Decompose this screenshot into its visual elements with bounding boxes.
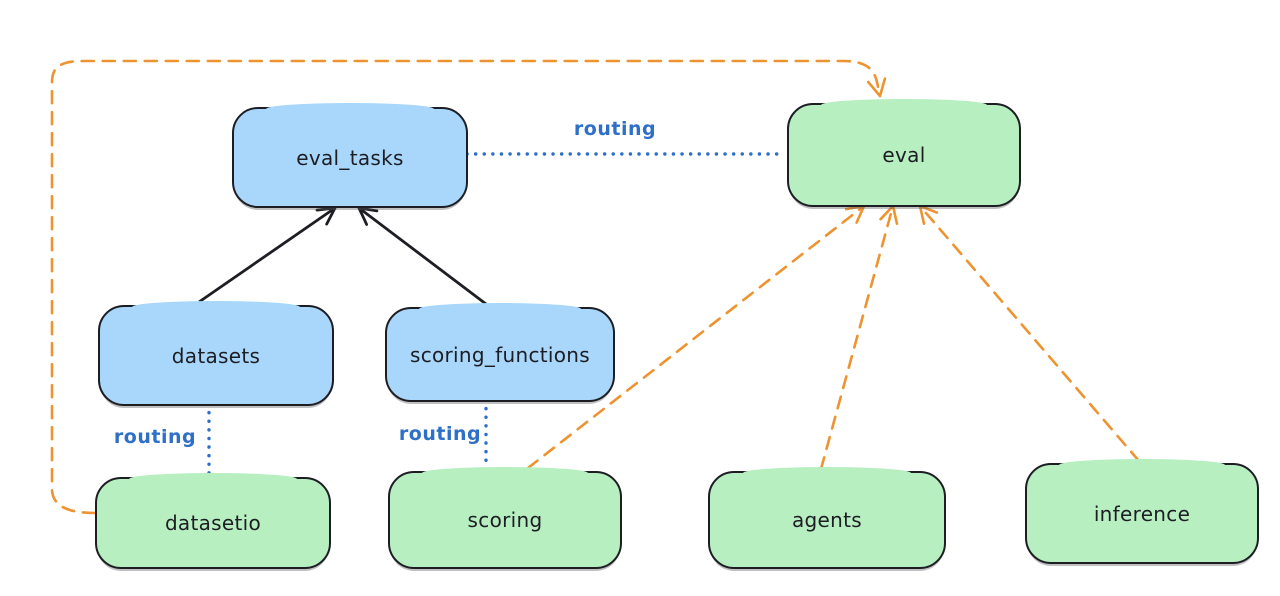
node-inference: inference — [1025, 459, 1259, 564]
node-scoring-functions: scoring_functions — [385, 303, 615, 402]
routing-label-scoring-functions-scoring: routing — [398, 423, 482, 445]
edge-datasets-to-eval-tasks — [198, 206, 337, 304]
edge-scoring-functions-to-eval-tasks — [357, 206, 487, 306]
node-inference-label: inference — [1093, 501, 1191, 526]
node-scoring-label: scoring — [467, 508, 543, 532]
node-scoring: scoring — [388, 467, 622, 569]
node-datasetio-label: datasetio — [164, 511, 262, 535]
edge-inference-to-eval — [918, 204, 1141, 463]
node-eval-tasks: eval_tasks — [232, 103, 468, 208]
edge-agents-to-eval — [819, 204, 899, 471]
node-scoring-functions-label: scoring_functions — [409, 342, 591, 367]
node-eval-label: eval — [882, 143, 926, 167]
node-datasets: datasets — [98, 301, 334, 406]
node-eval: eval — [787, 99, 1021, 207]
routing-label-datasets-datasetio: routing — [113, 426, 197, 448]
node-agents: agents — [708, 467, 946, 569]
node-eval-tasks-label: eval_tasks — [296, 145, 404, 170]
node-datasetio: datasetio — [95, 473, 331, 569]
edge-scoring-to-eval — [526, 204, 866, 470]
edge-datasetio-to-eval — [50, 59, 887, 515]
routing-label-eval-tasks-eval: routing — [573, 118, 657, 140]
node-datasets-label: datasets — [171, 343, 261, 368]
node-agents-label: agents — [792, 508, 862, 532]
